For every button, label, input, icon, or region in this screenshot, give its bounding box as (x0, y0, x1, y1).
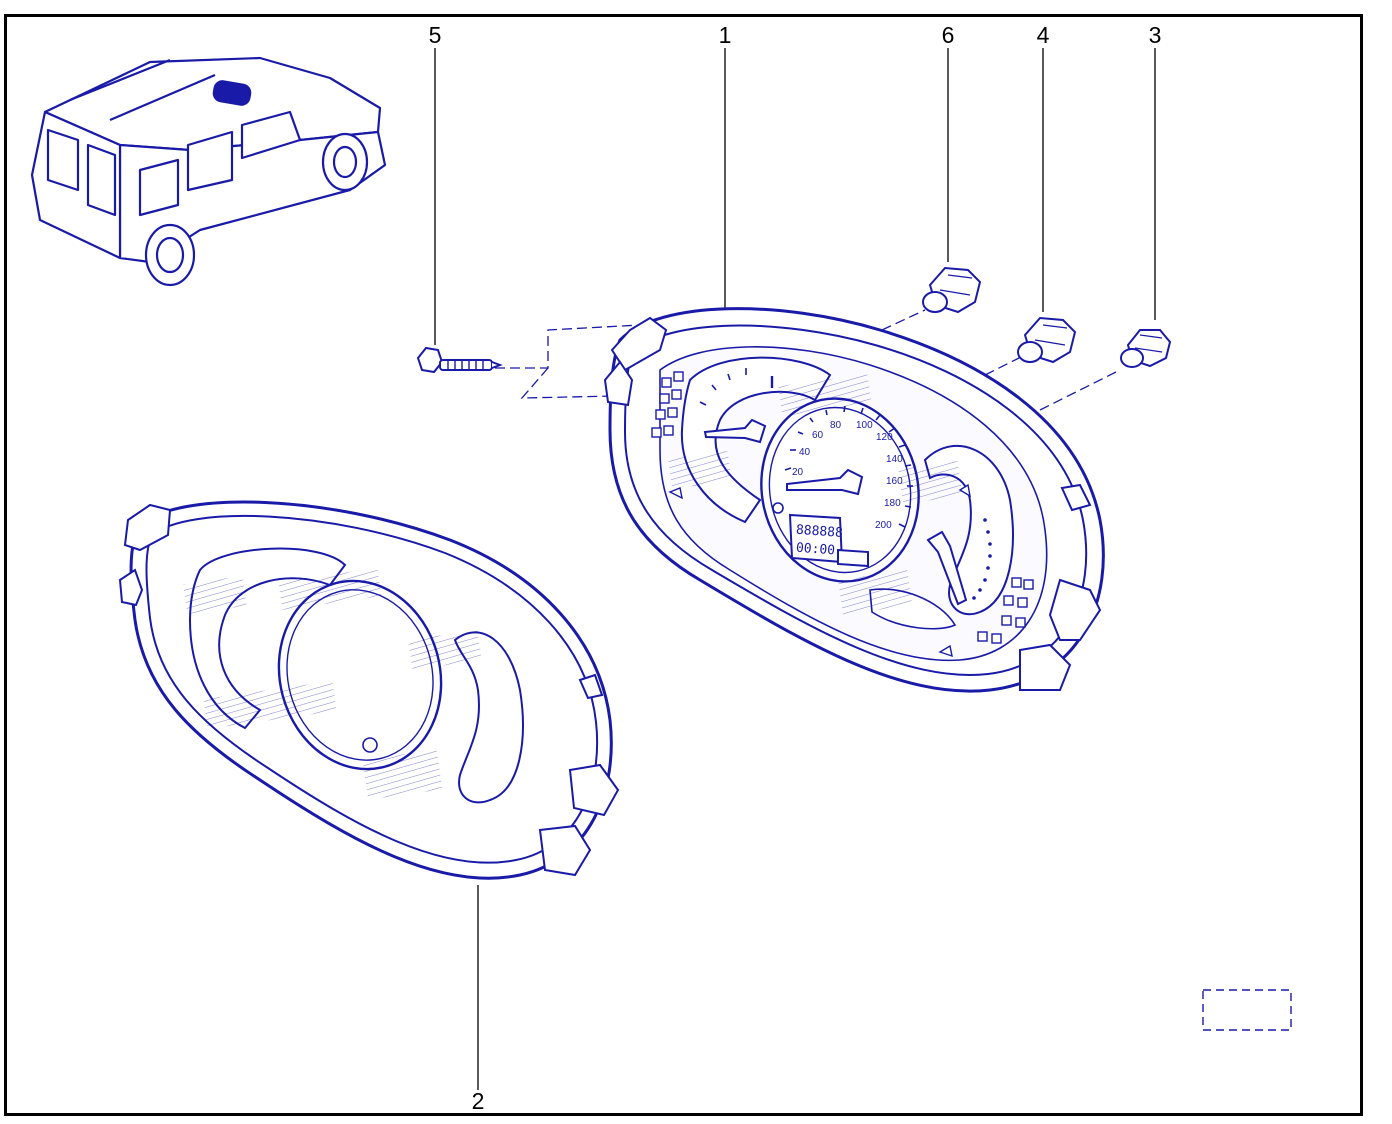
callout-2: 2 (471, 1088, 485, 1114)
callout-4: 4 (1036, 22, 1050, 48)
callout-5: 5 (428, 22, 442, 48)
assembly-lines (495, 309, 1121, 411)
bulb-holder-icon (1120, 329, 1172, 368)
scale-100: 100 (856, 420, 873, 431)
callout-1: 1 (718, 22, 732, 48)
bulb-holder-icon (1017, 316, 1077, 364)
vehicle-locator-icon (30, 56, 387, 287)
scale-120: 120 (876, 432, 893, 443)
scale-60: 60 (812, 430, 824, 441)
scale-20: 20 (792, 467, 804, 478)
bulb-holder-icon (922, 266, 982, 314)
scale-140: 140 (886, 454, 903, 465)
screw-icon (416, 346, 503, 374)
scale-180: 180 (884, 498, 901, 509)
scale-200: 200 (875, 520, 892, 531)
cluster-glass-icon (118, 500, 620, 880)
callout-3: 3 (1148, 22, 1162, 48)
odometer-display: 888888 00:00 (795, 523, 843, 559)
odometer-top: 888888 (795, 523, 843, 541)
scale-80: 80 (830, 420, 842, 431)
instrument-cluster-icon (603, 307, 1105, 693)
reference-box (1202, 989, 1292, 1031)
odometer-bottom: 00:00 (795, 541, 835, 559)
speedometer-scale: 20 40 60 80 100 120 140 160 180 200 (792, 420, 903, 531)
callout-6: 6 (941, 22, 955, 48)
scale-160: 160 (886, 476, 903, 487)
scale-40: 40 (799, 447, 811, 458)
leader-lines (434, 48, 1156, 1090)
